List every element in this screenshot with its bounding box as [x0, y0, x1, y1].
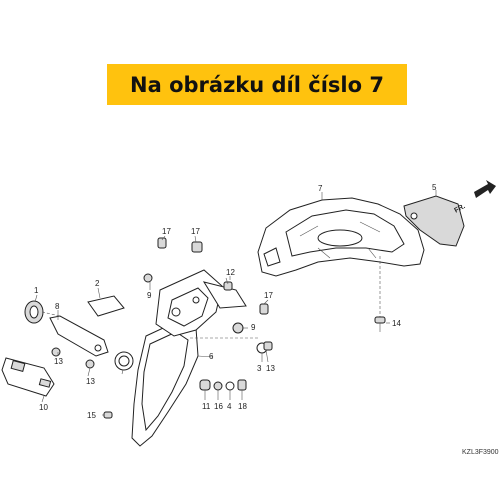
callout-2: 2	[95, 279, 100, 288]
callout-13b: 13	[86, 377, 95, 386]
callout-9a: 9	[147, 291, 152, 300]
part-5-cover	[403, 195, 465, 247]
callout-15: 15	[87, 411, 96, 420]
callout-13c: 13	[266, 364, 275, 373]
leader-lines	[34, 190, 437, 416]
callout-6: 6	[209, 352, 214, 361]
callout-10: 10	[39, 403, 48, 412]
front-direction-indicator: FR.	[453, 180, 496, 215]
callout-12: 12	[226, 268, 235, 277]
callout-13a: 13	[54, 357, 63, 366]
part-6-rear-fender	[131, 321, 258, 447]
callout-17c: 17	[264, 291, 273, 300]
part-9-bracket	[155, 269, 247, 337]
callout-1: 1	[34, 286, 39, 295]
part-1-reflector	[24, 300, 61, 324]
callout-16: 16	[214, 402, 223, 411]
part-2-plate	[87, 295, 125, 317]
diagram-code: KZL3F3900	[462, 449, 499, 456]
part-number-banner: Na obrázku díl číslo 7	[107, 64, 407, 105]
callout-3: 3	[257, 364, 262, 373]
callout-5: 5	[432, 183, 437, 192]
part-round-reflector	[114, 351, 134, 371]
callout-8: 8	[55, 302, 60, 311]
callout-7: 7	[318, 184, 323, 193]
callout-14: 14	[392, 319, 401, 328]
part-7-inner-fender	[257, 197, 425, 318]
callout-17a: 17	[162, 227, 171, 236]
callout-18: 18	[238, 402, 247, 411]
callout-17b: 17	[191, 227, 200, 236]
callout-9b: 9	[251, 323, 256, 332]
callout-11: 11	[202, 402, 211, 411]
callout-labels: 1 2 3 4 5 6 7 8 9 9 10 11 12 13 13 13 14…	[34, 183, 499, 456]
part-10-light	[1, 357, 55, 397]
part-8-stay	[49, 315, 109, 357]
callout-4: 4	[227, 402, 232, 411]
banner-text: Na obrázku díl číslo 7	[130, 72, 384, 97]
fr-label: FR.	[453, 203, 466, 215]
part-14-screw	[374, 316, 386, 332]
fasteners	[51, 237, 273, 419]
